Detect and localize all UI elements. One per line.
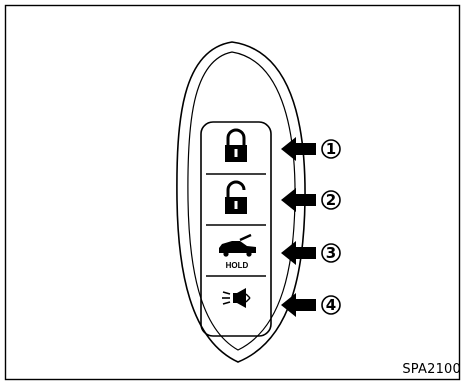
svg-text:1: 1 <box>326 140 336 158</box>
panic-alarm-icon <box>222 288 250 308</box>
callout-number-3: 3 <box>322 244 340 262</box>
hold-caption: HOLD <box>226 261 249 270</box>
callout-arrow-1 <box>281 137 316 161</box>
callout-arrow-3 <box>281 241 316 265</box>
callout-number-2: 2 <box>322 191 340 209</box>
callout-arrow-2 <box>281 188 316 212</box>
figure-frame <box>6 6 460 380</box>
lock-icon <box>225 130 247 162</box>
svg-text:2: 2 <box>326 191 336 209</box>
callout-number-1: 1 <box>322 140 340 158</box>
svg-text:3: 3 <box>326 244 336 262</box>
callout-number-4: 4 <box>322 296 340 314</box>
svg-text:4: 4 <box>326 296 336 314</box>
trunk-icon <box>219 235 256 257</box>
figure-code: SPA2100 <box>402 362 461 377</box>
unlock-icon <box>225 182 247 214</box>
